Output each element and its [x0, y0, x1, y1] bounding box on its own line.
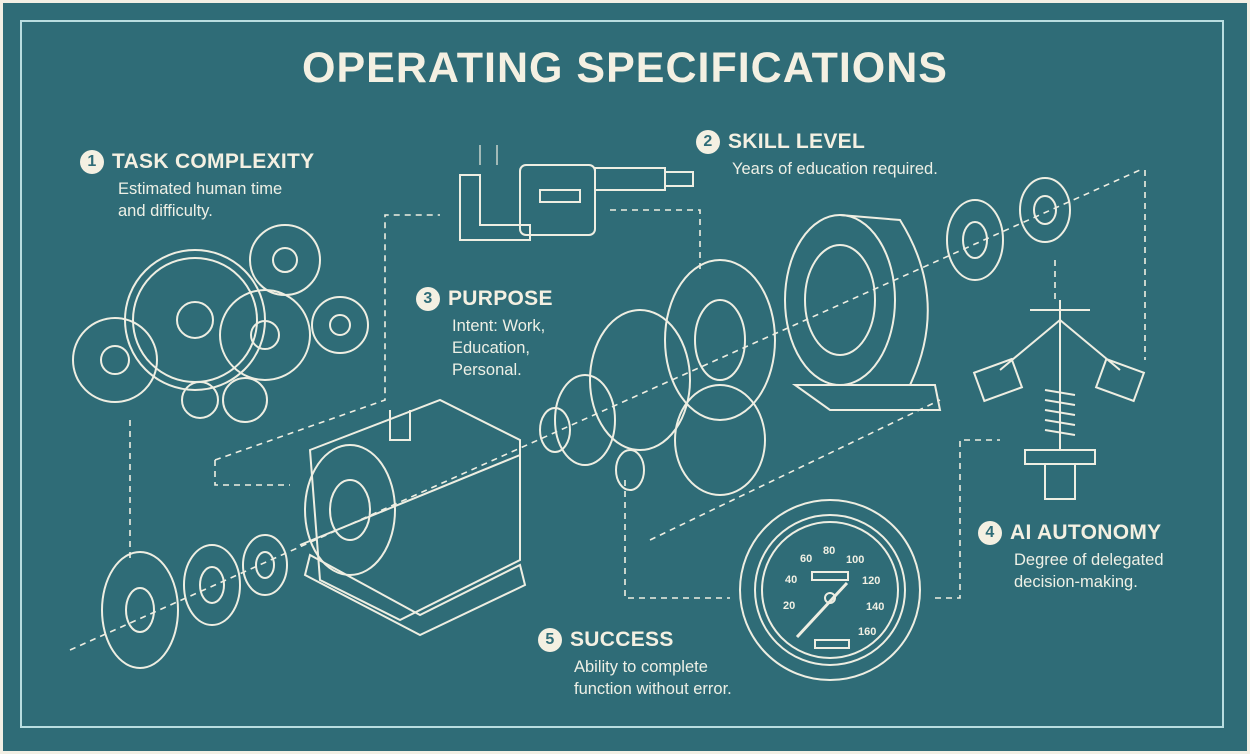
section-heading: AI AUTONOMY — [1010, 521, 1162, 544]
gauge-label: 20 — [783, 600, 795, 612]
section-task-complexity: 1 TASK COMPLEXITY Estimated human time an… — [80, 150, 314, 222]
step-number-badge: 4 — [978, 521, 1002, 545]
gear-cluster-icon — [72, 224, 369, 423]
section-description: Degree of delegated decision-making. — [1014, 551, 1164, 591]
section-heading: SUCCESS — [570, 628, 674, 651]
gauge-label: 100 — [846, 554, 864, 566]
section-success: 5 SUCCESS Ability to complete function wi… — [538, 628, 732, 700]
section-heading: TASK COMPLEXITY — [112, 150, 315, 173]
page-title: OPERATING SPECIFICATIONS — [302, 44, 948, 92]
dashed-arrows — [69, 169, 1146, 651]
section-ai-autonomy: 4 AI AUTONOMY Degree of delegated decisio… — [978, 521, 1164, 593]
section-description: Intent: Work, Education, Personal. — [452, 317, 546, 379]
step-number-badge: 3 — [416, 287, 440, 311]
micrometer-icon — [459, 145, 694, 241]
step-number-badge: 1 — [80, 150, 104, 174]
small-gears-icon — [101, 534, 288, 669]
step-number-badge: 2 — [696, 130, 720, 154]
section-heading: SKILL LEVEL — [728, 130, 866, 153]
blueprint-frame — [20, 20, 1224, 728]
governor-icon — [972, 300, 1146, 500]
gauge-label: 80 — [823, 545, 835, 557]
gauge-label: 40 — [785, 574, 797, 586]
gauge-label: 120 — [862, 575, 880, 587]
blueprint-board — [3, 3, 1247, 751]
section-purpose: 3 PURPOSE Intent: Work, Education, Person… — [416, 287, 553, 381]
pump-housing-icon — [299, 398, 527, 637]
section-description: Years of education required. — [732, 160, 938, 178]
gauge-labels: 20 40 60 80 100 120 140 160 — [783, 545, 884, 638]
section-skill-level: 2 SKILL LEVEL Years of education required… — [696, 130, 938, 180]
gauge-label: 60 — [800, 553, 812, 565]
gauge-label: 160 — [858, 626, 876, 638]
step-number-badge: 5 — [538, 628, 562, 652]
gauge-label: 140 — [866, 601, 884, 613]
pressure-gauge-icon — [739, 499, 921, 681]
section-heading: PURPOSE — [448, 287, 553, 310]
gearbox-icon — [539, 259, 776, 496]
section-description: Ability to complete function without err… — [574, 658, 732, 698]
bearing-rings-icon — [946, 177, 1071, 281]
motor-housing-icon — [784, 214, 942, 411]
section-description: Estimated human time and difficulty. — [118, 180, 283, 220]
